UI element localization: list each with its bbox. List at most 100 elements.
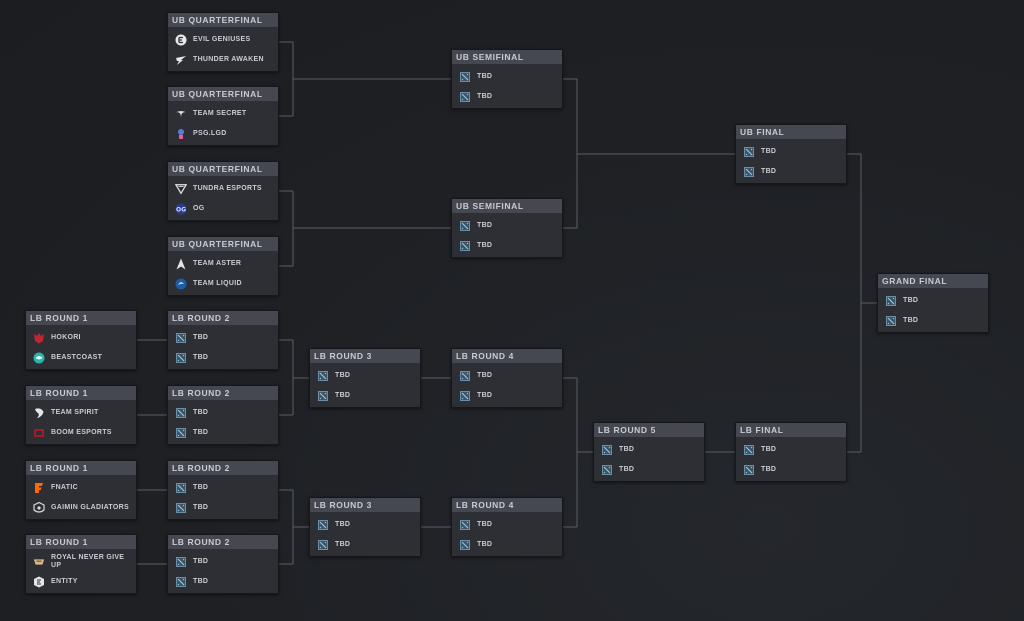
team-slot[interactable]: FNATIC — [26, 478, 136, 498]
team-slot[interactable]: GAIMIN GLADIATORS — [26, 498, 136, 518]
team-slot[interactable]: TBD — [168, 403, 278, 423]
team-slot[interactable]: BEASTCOAST — [26, 348, 136, 368]
tbd-icon — [317, 539, 329, 551]
match-title: LB ROUND 1 — [26, 386, 136, 400]
team-slot[interactable]: TEAM LIQUID — [168, 274, 278, 294]
team-slot[interactable]: TEAM SECRET — [168, 104, 278, 124]
hokori-logo-icon — [33, 332, 45, 344]
team-name: TBD — [477, 93, 493, 100]
match-title: UB QUARTERFINAL — [168, 13, 278, 27]
team-slot[interactable]: TBD — [878, 291, 988, 311]
team-slot[interactable]: ROYAL NEVER GIVE UP — [26, 552, 136, 572]
team-slot[interactable]: TBD — [452, 515, 562, 535]
team-slot[interactable]: TBD — [168, 348, 278, 368]
team-slot[interactable]: HOKORI — [26, 328, 136, 348]
team-slot[interactable]: PSG.LGD — [168, 124, 278, 144]
team-slot[interactable]: TBD — [310, 386, 420, 406]
team-slot[interactable]: TBD — [736, 440, 846, 460]
team-slot[interactable]: TBD — [310, 366, 420, 386]
team-slot[interactable]: TBD — [878, 311, 988, 331]
team-slot[interactable]: TBD — [594, 440, 704, 460]
team-slot[interactable]: EVIL GENIUSES — [168, 30, 278, 50]
evil-geniuses-logo-icon — [175, 34, 187, 46]
team-slot[interactable]: TEAM SPIRIT — [26, 403, 136, 423]
match-title: GRAND FINAL — [878, 274, 988, 288]
tbd-icon — [459, 519, 471, 531]
tbd-icon — [175, 427, 187, 439]
team-name: TBD — [477, 242, 493, 249]
rng-logo-icon — [33, 556, 45, 568]
match-title: UB QUARTERFINAL — [168, 237, 278, 251]
match-card-gf[interactable]: GRAND FINAL TBD TBD — [877, 273, 989, 333]
tbd-icon — [317, 519, 329, 531]
boom-esports-logo-icon — [33, 427, 45, 439]
team-slot[interactable]: TBD — [452, 216, 562, 236]
team-name: EVIL GENIUSES — [193, 36, 251, 43]
team-name: TBD — [193, 484, 209, 491]
team-slot[interactable]: TBD — [168, 572, 278, 592]
team-slot[interactable]: TBD — [168, 328, 278, 348]
team-slot[interactable]: TBD — [168, 423, 278, 443]
tbd-icon — [459, 390, 471, 402]
match-card-lb2a[interactable]: LB ROUND 2 TBD TBD — [167, 310, 279, 370]
team-slot[interactable]: BOOM ESPORTS — [26, 423, 136, 443]
team-slot[interactable]: TBD — [736, 142, 846, 162]
team-slot[interactable]: ENTITY — [26, 572, 136, 592]
team-slot[interactable]: THUNDER AWAKEN — [168, 50, 278, 70]
team-name: BEASTCOAST — [51, 354, 103, 361]
team-slot[interactable]: TBD — [736, 162, 846, 182]
team-slot[interactable]: TBD — [310, 515, 420, 535]
team-name: TBD — [193, 354, 209, 361]
entity-logo-icon — [33, 576, 45, 588]
team-slot[interactable]: TBD — [452, 67, 562, 87]
team-name: TBD — [193, 334, 209, 341]
tbd-icon — [601, 464, 613, 476]
team-name: TBD — [193, 429, 209, 436]
team-slot[interactable]: TBD — [452, 366, 562, 386]
team-slot[interactable]: TBD — [168, 498, 278, 518]
team-slot[interactable]: TBD — [594, 460, 704, 480]
team-aster-logo-icon — [175, 258, 187, 270]
tbd-icon — [885, 295, 897, 307]
team-slot[interactable]: TBD — [452, 87, 562, 107]
team-slot[interactable]: TBD — [452, 386, 562, 406]
team-slot[interactable]: TBD — [452, 535, 562, 555]
team-name: TBD — [477, 372, 493, 379]
match-title: LB ROUND 2 — [168, 311, 278, 325]
team-name: TBD — [477, 73, 493, 80]
team-name: TEAM SECRET — [193, 110, 247, 117]
team-name: ROYAL NEVER GIVE UP — [51, 554, 125, 569]
tbd-icon — [317, 370, 329, 382]
team-slot[interactable]: TBD — [452, 236, 562, 256]
team-slot[interactable]: TBD — [736, 460, 846, 480]
team-slot[interactable]: TBD — [168, 478, 278, 498]
team-name: TBD — [903, 297, 919, 304]
team-slot[interactable]: TUNDRA ESPORTS — [168, 179, 278, 199]
match-title: LB ROUND 4 — [452, 498, 562, 512]
team-slot[interactable]: TBD — [168, 552, 278, 572]
team-slot[interactable]: TEAM ASTER — [168, 254, 278, 274]
match-card-ubq1[interactable]: UB QUARTERFINAL EVIL GENIUSES THUNDER AWAK… — [167, 12, 279, 72]
team-slot[interactable]: TBD — [310, 535, 420, 555]
